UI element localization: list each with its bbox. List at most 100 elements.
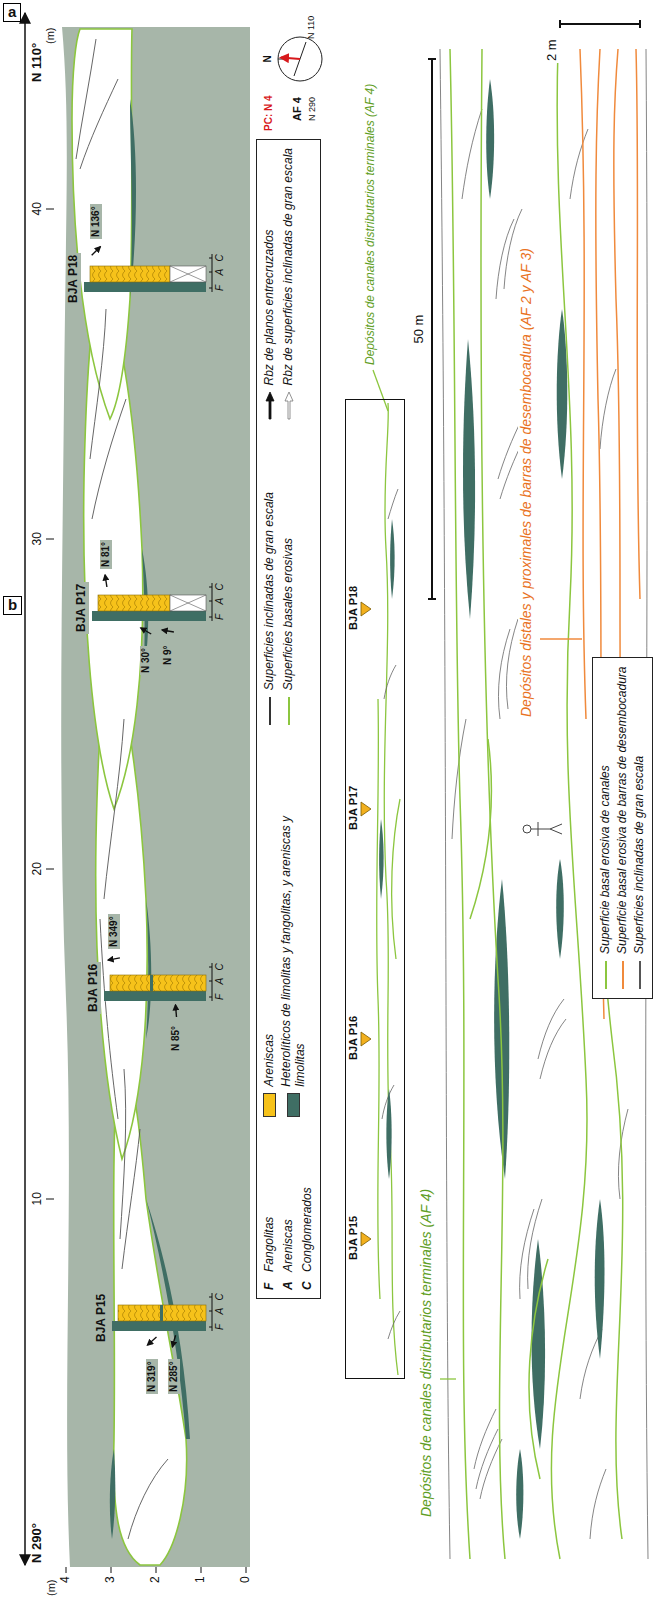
legend-text: Areniscas	[263, 1034, 277, 1087]
outcrop-sketch	[428, 20, 648, 1559]
outcrop-inset	[382, 489, 400, 1339]
outcrop-inset	[361, 602, 371, 616]
outcrop-sketch	[540, 1019, 566, 1079]
outcrop-sketch	[600, 369, 616, 449]
legend-text: Superficies basales erosivas	[282, 538, 296, 690]
scale-letter: C	[214, 963, 226, 970]
outcrop-sketch	[590, 1469, 606, 1539]
stratigraphic-log	[110, 975, 206, 991]
inclined-surface	[80, 79, 118, 169]
legend-text: Rbz de planos entrecruzados	[263, 229, 277, 385]
legend-text: Rbz de superficies inclinadas de gran es…	[282, 148, 296, 385]
log-label: BJA P15	[347, 1214, 360, 1262]
axis-unit: (m)	[44, 28, 57, 45]
scale-letter: A	[214, 978, 226, 985]
inclined-surface	[128, 1459, 168, 1539]
scale-letter: F	[214, 994, 226, 1000]
legend-sample-line	[622, 961, 624, 989]
legend-swatch	[287, 1093, 300, 1117]
scale-bar	[428, 59, 436, 599]
stratigraphic-log	[110, 975, 206, 991]
scale-letter: F	[214, 285, 226, 291]
legend-sample-line	[605, 961, 607, 989]
paleocurrent-label: N 136°	[90, 204, 102, 239]
axis-label: 40	[31, 202, 45, 215]
outcrop-inset	[361, 1232, 371, 1246]
paleocurrent-arrow	[176, 1005, 177, 1017]
paleocurrent-label: N 285°	[168, 1359, 180, 1394]
legend-sample	[634, 960, 646, 990]
scale-label: 50 m	[412, 313, 427, 346]
outcrop-sketch	[486, 79, 494, 199]
legend-text: Superficies inclinadas de gran escala	[633, 756, 647, 954]
legend-sample	[283, 391, 295, 421]
outcrop-sketch	[496, 219, 514, 299]
paleocurrent-arrow	[172, 1335, 175, 1347]
legend-sample-line	[285, 392, 293, 419]
legend-sample-line	[639, 961, 641, 989]
legend-swatch	[263, 1093, 276, 1117]
legend-letter: F	[263, 1278, 277, 1290]
log-label: BJA P17	[347, 784, 360, 832]
outcrop-sketch	[494, 879, 509, 1179]
axis-label: 0	[239, 1576, 253, 1583]
elevation-ticks	[246, 1567, 247, 1573]
paleocurrent-arrow	[92, 247, 177, 1347]
legend-sample-line	[266, 392, 274, 419]
log-label: BJA P17	[75, 582, 89, 634]
legend-sample	[617, 960, 629, 990]
panel-label: a	[3, 3, 21, 22]
sandstone-body	[72, 29, 187, 1565]
outcrop-sketch	[481, 49, 505, 1559]
legend-row: CConglomerados	[299, 1187, 316, 1290]
legend-text: Fangolitas	[263, 1217, 277, 1272]
outcrop-inset	[384, 665, 396, 699]
legend-row: Areniscas	[261, 797, 278, 1117]
paleocurrent-arrow	[108, 958, 120, 960]
axis-label: 10	[31, 1192, 45, 1205]
stratigraphic-log	[170, 266, 206, 282]
outcrop-sketch	[516, 1449, 523, 1539]
distance-ticks	[46, 209, 54, 1199]
inset-box: BJA P15BJA P16BJA P17BJA P18	[345, 399, 405, 1379]
legend-text: Superficie basal erosiva de barras de de…	[616, 666, 630, 954]
outcrop-inset	[361, 802, 371, 816]
outcrop-sketch	[636, 49, 640, 599]
legend-row: F Fangolitas	[261, 1187, 278, 1290]
stratigraphic-log	[170, 595, 206, 611]
outcrop-sketch	[463, 339, 475, 619]
legend-letter: A	[282, 1278, 296, 1290]
outcrop-sketch	[452, 109, 628, 1539]
leader-line	[540, 638, 582, 639]
legend-row: Superficie basal erosiva de barras de de…	[614, 666, 631, 990]
outcrop-sketch	[538, 999, 564, 1059]
stratigraphic-log	[92, 611, 206, 621]
stratigraphic-log	[118, 1305, 206, 1321]
compass-rose	[281, 58, 300, 59]
elevation-ticks	[66, 1567, 67, 1573]
outcrop-sketch	[506, 619, 518, 709]
stratigraphic-log	[104, 991, 206, 1001]
paleocurrent-label: N 81°	[100, 540, 112, 569]
scale-letter: C	[214, 254, 226, 261]
legend-row: Superficies inclinadas de gran escala	[261, 492, 278, 726]
panel-label: b	[3, 596, 22, 615]
scale-bar	[560, 20, 640, 28]
paleocurrent-arrow	[141, 628, 151, 634]
distance-ticks	[46, 869, 54, 870]
elevation-ticks	[201, 1567, 202, 1573]
outcrop-inset	[388, 1311, 400, 1339]
legend-sample	[283, 696, 295, 726]
legend-row: Rbz de superficies inclinadas de gran es…	[280, 148, 297, 421]
inclined-surface	[120, 1069, 126, 1239]
stratigraphic-log	[170, 266, 206, 282]
legend-row: Rbz de planos entrecruzados	[261, 148, 278, 421]
legend-row: Superficie basal erosiva de canales	[597, 666, 614, 990]
stratigraphic-log	[118, 1305, 206, 1321]
outcrop-inset	[377, 403, 400, 1375]
stratigraphic-log	[90, 266, 170, 282]
elevation-ticks	[66, 1567, 246, 1573]
legend-box: Superficie basal erosiva de canalesSuper…	[592, 657, 653, 999]
inclined-surface	[104, 719, 124, 899]
